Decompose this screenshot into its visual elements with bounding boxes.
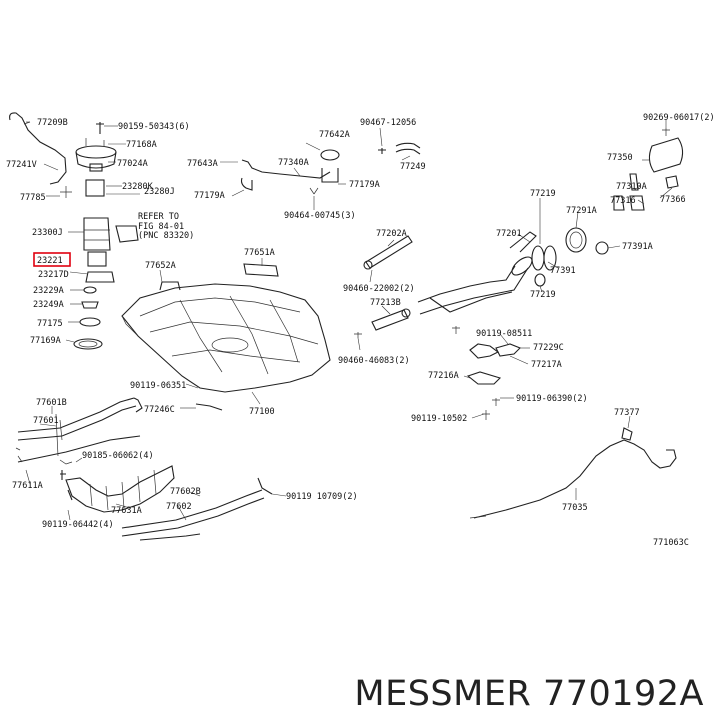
label-77377: 77377 bbox=[614, 408, 640, 418]
label-90185-06062: 90185-06062(4) bbox=[82, 451, 154, 461]
label-77024a: 77024A bbox=[117, 159, 148, 169]
leader-lines bbox=[25, 120, 673, 521]
label-77785: 77785 bbox=[20, 193, 46, 203]
label-77219-bottom: 77219 bbox=[530, 290, 556, 300]
label-77179a-right: 77179A bbox=[349, 180, 380, 190]
fuel-door-cable bbox=[469, 427, 677, 519]
label-77201: 77201 bbox=[496, 229, 522, 239]
label-90460-46083: 90460-46083(2) bbox=[338, 356, 410, 366]
label-77601: 77601 bbox=[33, 416, 59, 426]
diagram-id: 771063C bbox=[653, 538, 689, 548]
label-77217a: 77217A bbox=[531, 360, 562, 370]
label-77602: 77602 bbox=[166, 502, 192, 512]
vent-lines bbox=[240, 142, 421, 338]
tank-straps bbox=[15, 397, 273, 541]
label-77316: 77316 bbox=[610, 196, 636, 206]
label-77179a-left: 77179A bbox=[194, 191, 225, 201]
label-90119-06351: 90119-06351 bbox=[130, 381, 186, 391]
label-90269-06017: 90269-06017(2) bbox=[643, 113, 715, 123]
label-77611a: 77611A bbox=[12, 481, 43, 491]
label-77602b: 77602B bbox=[170, 487, 201, 497]
label-77366: 77366 bbox=[660, 195, 686, 205]
label-77219-top: 77219 bbox=[530, 189, 556, 199]
label-90119-10709: 90119 10709(2) bbox=[286, 492, 358, 502]
label-77213b: 77213B bbox=[370, 298, 401, 308]
label-77350: 77350 bbox=[607, 153, 633, 163]
label-23221: 23221 bbox=[37, 256, 63, 266]
part-number: 770192A bbox=[543, 674, 704, 714]
label-77310a: 77310A bbox=[616, 182, 647, 192]
label-90119-08511: 90119-08511 bbox=[476, 329, 532, 339]
part-labels: 77209B 90159-50343(6) 77168A 77241V 7702… bbox=[6, 113, 715, 548]
label-23300j: 23300J bbox=[32, 228, 63, 238]
label-77652a: 77652A bbox=[145, 261, 176, 271]
label-23217d: 23217D bbox=[38, 270, 69, 280]
label-90467-12056: 90467-12056 bbox=[360, 118, 416, 128]
label-77391a: 77391A bbox=[622, 242, 653, 252]
label-90119-06390: 90119-06390(2) bbox=[516, 394, 588, 404]
label-90464-00745: 90464-00745(3) bbox=[284, 211, 356, 221]
label-77216a: 77216A bbox=[428, 371, 459, 381]
label-77168a: 77168A bbox=[126, 140, 157, 150]
label-77340a: 77340A bbox=[278, 158, 309, 168]
label-77209b: 77209B bbox=[37, 118, 68, 128]
label-77175: 77175 bbox=[37, 319, 63, 329]
label-23280j: 23280J bbox=[144, 187, 175, 197]
part-caption: MESSMER 770192A bbox=[354, 674, 704, 714]
label-77229c: 77229C bbox=[533, 343, 564, 353]
tank-fittings bbox=[452, 326, 521, 420]
label-77601b: 77601B bbox=[36, 398, 67, 408]
label-77169a: 77169A bbox=[30, 336, 61, 346]
label-23229a: 23229A bbox=[33, 286, 64, 296]
label-90119-10502: 90119-10502 bbox=[411, 414, 467, 424]
part-number-gap bbox=[531, 674, 543, 714]
label-90119-06442: 90119-06442(4) bbox=[42, 520, 114, 530]
label-90159-50343: 90159-50343(6) bbox=[118, 122, 190, 132]
label-77035: 77035 bbox=[562, 503, 588, 513]
label-77651a: 77651A bbox=[244, 248, 275, 258]
label-77202a: 77202A bbox=[376, 229, 407, 239]
fuel-tank bbox=[121, 263, 331, 411]
fuel-pump-assembly bbox=[9, 112, 139, 350]
refer-line-3: (PNC 83320) bbox=[138, 231, 194, 241]
label-77643a: 77643A bbox=[187, 159, 218, 169]
brand-name: MESSMER bbox=[354, 674, 531, 714]
label-23249a: 23249A bbox=[33, 300, 64, 310]
label-77391: 77391 bbox=[550, 266, 576, 276]
label-23280k: 23280K bbox=[122, 182, 154, 192]
refer-line-1: REFER TO bbox=[138, 212, 179, 222]
label-90460-22002: 90460-22002(2) bbox=[343, 284, 415, 294]
refer-line-2: FIG 84-01 bbox=[138, 222, 184, 232]
label-77631a: 77631A bbox=[111, 506, 142, 516]
label-77100: 77100 bbox=[249, 407, 275, 417]
filler-pipe bbox=[417, 128, 684, 315]
label-77642a: 77642A bbox=[319, 130, 350, 140]
label-77246c: 77246C bbox=[144, 405, 175, 415]
label-77291a: 77291A bbox=[566, 206, 597, 216]
label-77249: 77249 bbox=[400, 162, 426, 172]
highlight-box-23221 bbox=[33, 252, 71, 267]
label-77241v: 77241V bbox=[6, 160, 37, 170]
